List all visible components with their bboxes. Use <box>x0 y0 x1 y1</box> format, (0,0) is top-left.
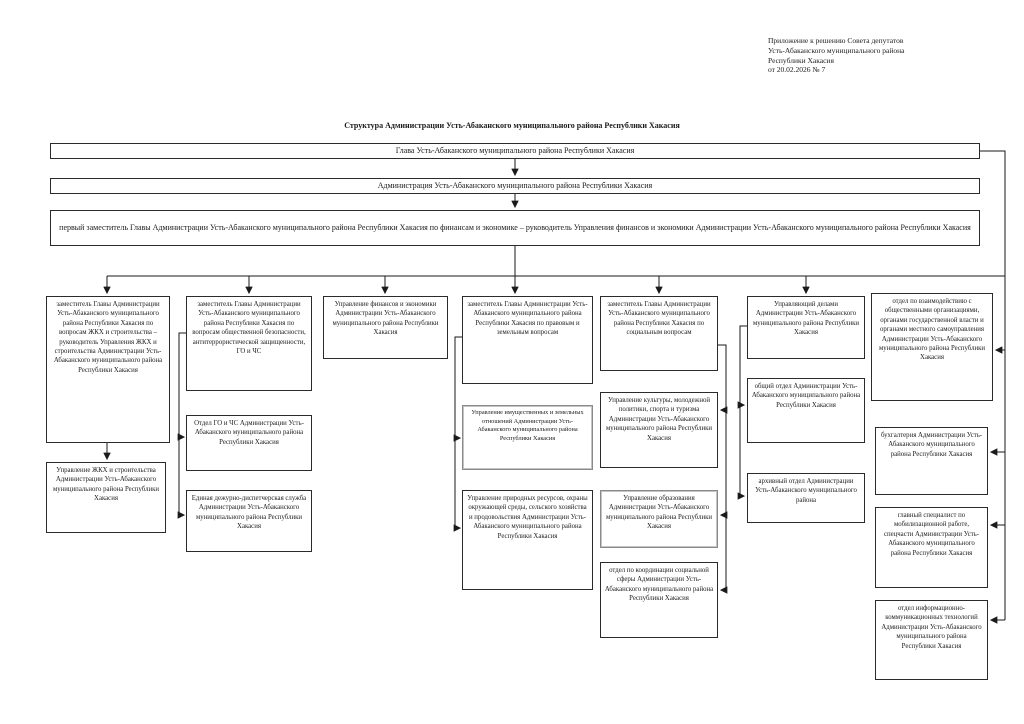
node-upravlenie-obrazovaniya: Управление образования Администрации Уст… <box>600 490 718 548</box>
node-otdel-ikt: отдел информационно-коммуникационных тех… <box>875 600 988 680</box>
page-title: Структура Администрации Усть-Абаканского… <box>344 121 680 130</box>
annotation-line: Республики Хакасия <box>768 55 834 65</box>
connector-branch-legal-land <box>453 336 462 532</box>
node-upravlenie-zhkh: Управление ЖКХ и строительства Администр… <box>46 462 166 533</box>
annotation-line: Усть-Абаканского муниципального района <box>768 45 905 55</box>
node-obshchiy-otdel: общий отдел Администрации Усть-Абаканско… <box>747 378 865 443</box>
connector-branch-delami <box>737 325 747 500</box>
node-upravlyayushchiy-delami: Управляющий делами Администрации Усть-Аб… <box>747 296 865 359</box>
node-deputy-zhkh: заместитель Главы Администрации Усть-Аба… <box>46 296 170 443</box>
node-otdel-vzaimodeystviya: отдел по взаимодействию с общественными … <box>871 293 993 401</box>
node-edds: Единая дежурно-диспетчерская служба Адми… <box>186 490 312 552</box>
connector-distributor <box>103 275 1005 295</box>
node-upravlenie-finansov: Управление финансов и экономики Админист… <box>323 296 448 359</box>
node-administration: Администрация Усть-Абаканского муниципал… <box>50 178 980 194</box>
node-upravlenie-kultury: Управление культуры, молодежной политики… <box>600 392 718 468</box>
node-head-of-district: Глава Усть-Абаканского муниципального ра… <box>50 143 980 159</box>
connector-branch-social <box>718 344 728 594</box>
node-first-deputy-finance: первый заместитель Главы Администрации У… <box>50 210 980 246</box>
annotation-line: Приложение к решению Совета депутатов <box>768 36 904 45</box>
node-otdel-go-chs: Отдел ГО и ЧС Администрации Усть-Абаканс… <box>186 415 312 471</box>
node-deputy-social: заместитель Главы Администрации Усть-Аба… <box>600 296 718 371</box>
node-glavnyy-specialist-mobilizacionnyy: главный специалист по мобилизационной ра… <box>875 507 988 588</box>
node-upravlenie-imushchestva: Управление имущественных и земельных отн… <box>462 405 593 470</box>
node-upravlenie-prirodnyh-resursov: Управление природных ресурсов, охраны ок… <box>462 490 593 590</box>
node-deputy-legal-land: заместитель Главы Администрации Усть-Аба… <box>462 296 593 384</box>
node-otdel-social-sphere: отдел по координации социальной сферы Ад… <box>600 562 718 638</box>
document-annotation: Приложение к решению Совета депутатов Ус… <box>768 36 1008 75</box>
node-buhgalteriya: бухгалтерия Администрации Усть-Абаканско… <box>875 427 988 495</box>
annotation-line: от 20.02.2026 № 7 <box>768 65 826 75</box>
node-arhivnyy-otdel: архивный отдел Администрации Усть-Абакан… <box>747 473 865 523</box>
connector-branch-safety <box>177 332 186 519</box>
node-deputy-safety: заместитель Главы Администрации Усть-Аба… <box>186 296 312 391</box>
